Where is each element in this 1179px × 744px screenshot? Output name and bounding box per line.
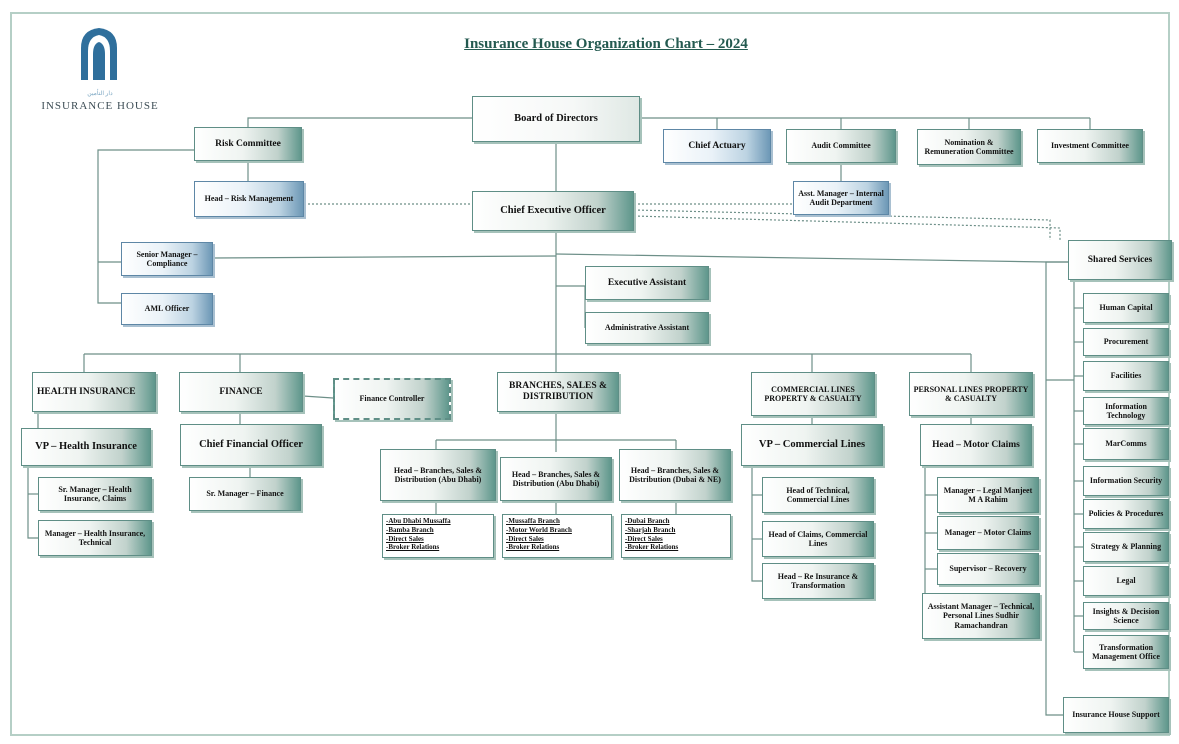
list-item[interactable]: -Sharjah Branch — [625, 525, 676, 534]
investment-committee[interactable]: Investment Committee — [1037, 129, 1143, 163]
list-item[interactable]: -Bamba Branch — [386, 525, 434, 534]
shared-legal[interactable]: Legal — [1083, 566, 1169, 596]
branches-sales-distribution-dept[interactable]: BRANCHES, SALES & DISTRIBUTION — [497, 372, 619, 412]
list-item[interactable]: -Broker Relations — [386, 543, 440, 552]
shared-facilities[interactable]: Facilities — [1083, 361, 1169, 391]
nomination-committee[interactable]: Nomination & Remuneration Committee — [917, 129, 1021, 165]
head-branches-abu-dhabi-2[interactable]: Head – Branches, Sales & Distribution (A… — [500, 457, 612, 501]
board-of-directors[interactable]: Board of Directors — [472, 96, 640, 142]
head-branches-dubai[interactable]: Head – Branches, Sales & Distribution (D… — [619, 449, 731, 501]
administrative-assistant[interactable]: Administrative Assistant — [585, 312, 709, 344]
connector-line — [212, 255, 557, 259]
manager-health-technical[interactable]: Manager – Health Insurance, Technical — [38, 520, 152, 556]
dotted-connector — [634, 203, 842, 215]
head-motor-claims[interactable]: Head – Motor Claims — [920, 424, 1032, 466]
personal-lines-dept[interactable]: PERSONAL LINES PROPERTY & CASUALTY — [909, 372, 1033, 416]
health-insurance-dept[interactable]: HEALTH INSURANCE — [32, 372, 156, 412]
aml-officer[interactable]: AML Officer — [121, 293, 213, 325]
list-item[interactable]: -Broker Relations — [506, 543, 560, 552]
branch-list-3: -Dubai Branch -Sharjah Branch -Direct Sa… — [621, 514, 731, 558]
shared-transformation-office[interactable]: Transformation Management Office — [1083, 635, 1169, 669]
dotted-connector — [633, 215, 1061, 240]
insurance-house-support[interactable]: Insurance House Support — [1063, 697, 1169, 733]
shared-insights-decision-science[interactable]: Insights & Decision Science — [1083, 602, 1169, 630]
logo-text: INSURANCE HOUSE — [41, 100, 159, 112]
audit-committee[interactable]: Audit Committee — [786, 129, 896, 163]
list-item[interactable]: -Motor World Branch — [506, 525, 572, 534]
logo-arabic-text: دار التأمين — [87, 91, 113, 97]
connector-line — [555, 253, 1068, 263]
list-item[interactable]: -Direct Sales — [386, 534, 424, 543]
branch-list-2: -Mussaffa Branch -Motor World Branch -Di… — [502, 514, 612, 558]
head-branches-abu-dhabi-1[interactable]: Head – Branches, Sales & Distribution (A… — [380, 449, 496, 501]
chief-actuary[interactable]: Chief Actuary — [663, 129, 771, 163]
head-technical-commercial[interactable]: Head of Technical, Commercial Lines — [762, 477, 874, 513]
vp-commercial-lines[interactable]: VP – Commercial Lines — [741, 424, 883, 466]
shared-human-capital[interactable]: Human Capital — [1083, 293, 1169, 323]
asst-manager-internal-audit[interactable]: Asst. Manager – Internal Audit Departmen… — [793, 181, 889, 215]
shared-information-technology[interactable]: Information Technology — [1083, 397, 1169, 425]
list-item[interactable]: -Dubai Branch — [625, 517, 670, 525]
sr-manager-health-claims[interactable]: Sr. Manager – Health Insurance, Claims — [38, 477, 152, 511]
insurance-house-logo — [78, 26, 120, 82]
list-item[interactable]: -Mussaffa Branch — [506, 517, 560, 525]
head-reinsurance[interactable]: Head – Re Insurance & Transformation — [762, 563, 874, 599]
connector-line — [27, 466, 38, 539]
executive-assistant[interactable]: Executive Assistant — [585, 266, 709, 300]
branch-list-1: -Abu Dhabi Mussaffa -Bamba Branch -Direc… — [382, 514, 494, 558]
head-risk-management[interactable]: Head – Risk Management — [194, 181, 304, 217]
senior-manager-compliance[interactable]: Senior Manager – Compliance — [121, 242, 213, 276]
shared-strategy-planning[interactable]: Strategy & Planning — [1083, 532, 1169, 562]
chief-financial-officer[interactable]: Chief Financial Officer — [180, 424, 322, 466]
shared-procurement[interactable]: Procurement — [1083, 328, 1169, 356]
shared-information-security[interactable]: Information Security — [1083, 466, 1169, 496]
dotted-connector — [633, 209, 1051, 240]
connector-line — [302, 395, 334, 399]
connector-line — [97, 149, 194, 304]
head-claims-commercial[interactable]: Head of Claims, Commercial Lines — [762, 521, 874, 557]
list-item[interactable]: -Direct Sales — [506, 534, 544, 543]
commercial-lines-dept[interactable]: COMMERCIAL LINES PROPERTY & CASUALTY — [751, 372, 875, 416]
vp-health-insurance[interactable]: VP – Health Insurance — [21, 428, 151, 466]
list-item[interactable]: -Broker Relations — [625, 543, 679, 552]
shared-policies-procedures[interactable]: Policies & Procedures — [1083, 499, 1169, 529]
manager-motor-claims[interactable]: Manager – Motor Claims — [937, 516, 1039, 550]
connector-line — [751, 466, 762, 582]
manager-legal[interactable]: Manager – Legal Manjeet M A Rahim — [937, 477, 1039, 513]
connector-line — [1045, 261, 1068, 716]
chief-executive-officer[interactable]: Chief Executive Officer — [472, 191, 634, 231]
sr-manager-finance[interactable]: Sr. Manager – Finance — [189, 477, 301, 511]
finance-controller[interactable]: Finance Controller — [333, 378, 451, 420]
list-item[interactable]: -Abu Dhabi Mussaffa — [386, 517, 451, 525]
shared-services[interactable]: Shared Services — [1068, 240, 1172, 280]
list-item[interactable]: -Direct Sales — [625, 534, 663, 543]
page-title: Insurance House Organization Chart – 202… — [464, 36, 748, 52]
connector-line — [247, 117, 472, 127]
assistant-manager-technical[interactable]: Assistant Manager – Technical, Personal … — [922, 593, 1040, 639]
finance-dept[interactable]: FINANCE — [179, 372, 303, 412]
supervisor-recovery[interactable]: Supervisor – Recovery — [937, 553, 1039, 585]
shared-marcomms[interactable]: MarComms — [1083, 428, 1169, 460]
risk-committee[interactable]: Risk Committee — [194, 127, 302, 161]
